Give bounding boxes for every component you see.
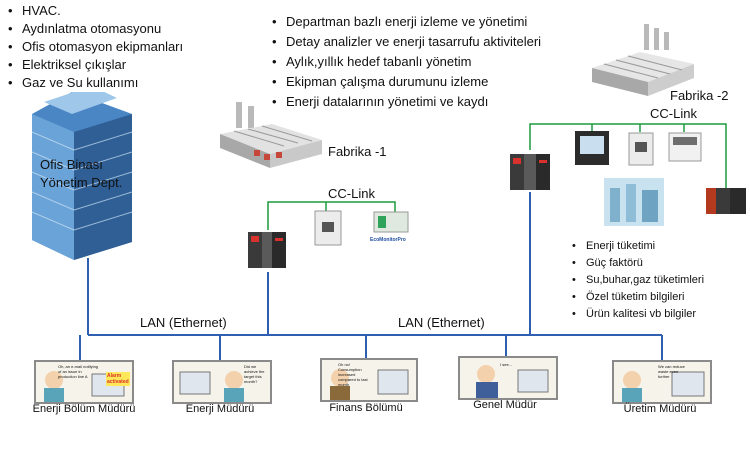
person-caption: Enerji Bölüm Müdürü: [32, 403, 136, 415]
list-item: Enerji tüketimi: [572, 238, 704, 255]
list-item: Güç faktörü: [572, 255, 704, 272]
list-item: Ofis otomasyon ekipmanları: [8, 38, 183, 56]
plc-right-icon: [510, 154, 550, 190]
cclink-left-line: [267, 201, 396, 230]
speech-bubble: Oh no! Consumption increased compared to…: [338, 362, 368, 387]
office-features-list: HVAC. Aydınlatma otomasyonu Ofis otomasy…: [8, 2, 183, 92]
alarm-badge: Alarm activated: [106, 372, 130, 386]
factory-2-label: Fabrika -2: [670, 88, 729, 103]
list-item: Ekipman çalışma durumunu izleme: [272, 72, 541, 92]
speech-bubble: We can reduce waste even further: [658, 364, 685, 379]
person-panel: [458, 356, 558, 400]
list-item: Ürün kalitesi vb bilgiler: [572, 306, 704, 323]
list-item: Detay analizler ve enerji tasarrufu akti…: [272, 32, 541, 52]
factory-1-label: Fabrika -1: [328, 144, 387, 159]
cclink-right-line: [529, 123, 727, 188]
management-features-list: Departman bazlı enerji izleme ve yönetim…: [272, 12, 541, 112]
plc-far-right-icon: [706, 188, 746, 214]
person-panel: [172, 360, 272, 404]
speech-bubble: Oh, an e-mail notifying of an issue in p…: [58, 364, 99, 379]
lan-left-label: LAN (Ethernet): [140, 315, 227, 330]
person-panel: [612, 360, 712, 404]
cclink-left-label: CC-Link: [328, 186, 375, 201]
person-illustration-icon: [179, 371, 244, 402]
person-caption: Enerji Müdürü: [185, 403, 255, 415]
meter-unit-icon: [668, 132, 702, 162]
office-building-icon: [31, 92, 133, 260]
factory-floor-image: [604, 178, 664, 226]
list-item: HVAC.: [8, 2, 183, 20]
breaker-icon: [628, 132, 654, 166]
list-item: Elektriksel çıkışlar: [8, 56, 183, 74]
person-illustration-icon: [330, 369, 409, 400]
person-caption: Üretim Müdürü: [623, 403, 697, 415]
factory-1-icon: [220, 102, 322, 168]
person-illustration-icon: [622, 371, 705, 402]
lan-right-label: LAN (Ethernet): [398, 315, 485, 330]
list-item: Aylık,yıllık hedef tabanlı yönetim: [272, 52, 541, 72]
person-caption: Finans Bölümü: [329, 402, 403, 414]
list-item: Aydınlatma otomasyonu: [8, 20, 183, 38]
speech-bubble: Did we achieve the target this month?: [244, 364, 265, 384]
person-caption: Genel Müdür: [473, 399, 537, 411]
cclink-right-label: CC-Link: [650, 106, 697, 121]
factory-2-icon: [592, 24, 694, 96]
breaker-icon: [314, 210, 342, 246]
plc-left-icon: [248, 232, 286, 268]
list-item: Enerji datalarının yönetimi ve kaydı: [272, 92, 541, 112]
factory-data-list: Enerji tüketimi Güç faktörü Su,buhar,gaz…: [572, 238, 704, 323]
person-illustration-icon: [476, 365, 549, 398]
list-item: Departman bazlı enerji izleme ve yönetim…: [272, 12, 541, 32]
ecomonitor-icon: [373, 211, 409, 233]
ecomonitor-label: EcoMonitorPro: [370, 237, 406, 243]
speech-bubble: I see...: [500, 362, 513, 367]
person-panel: [320, 358, 418, 402]
list-item: Gaz ve Su kullanımı: [8, 74, 183, 92]
office-label: Ofis Binası Yönetim Dept.: [40, 157, 123, 190]
list-item: Özel tüketim bilgileri: [572, 289, 704, 306]
power-meter-icon: [575, 131, 609, 165]
list-item: Su,buhar,gaz tüketimleri: [572, 272, 704, 289]
person-panel: [34, 360, 134, 404]
